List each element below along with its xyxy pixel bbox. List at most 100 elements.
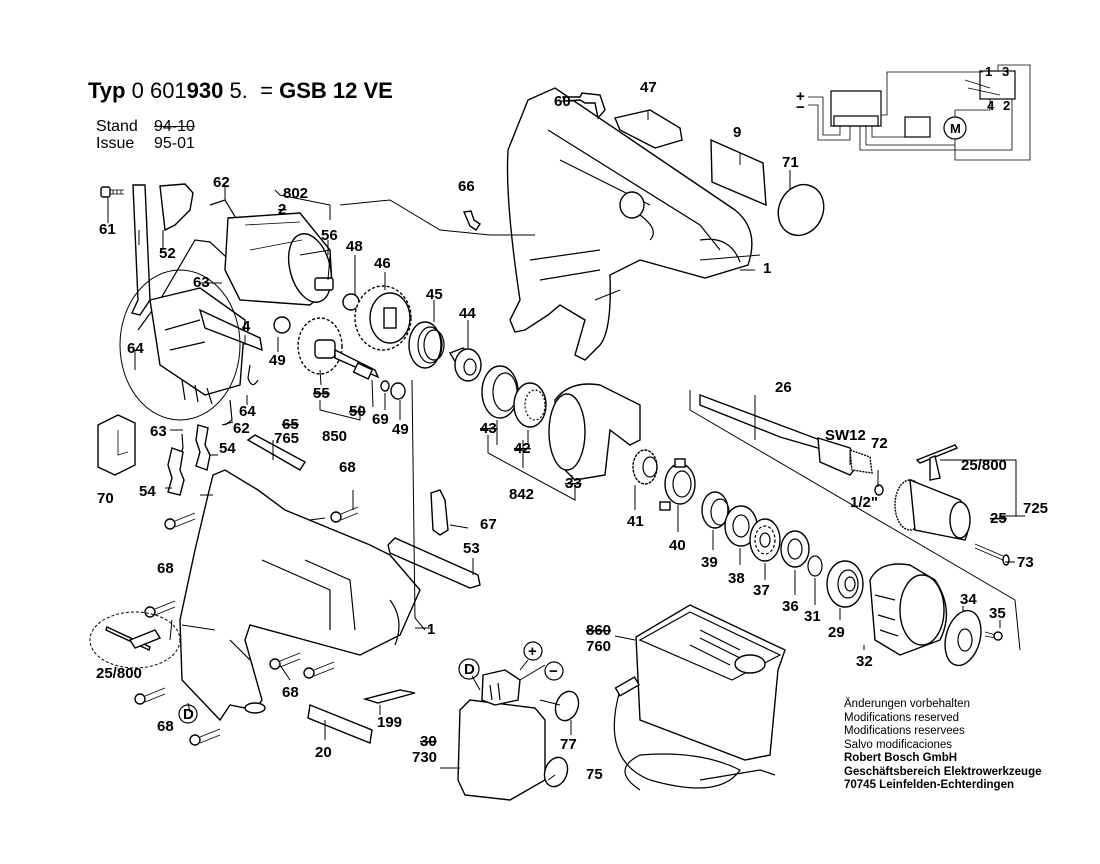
label-199: 199 — [377, 714, 402, 731]
label-half-inch: 1/2" — [850, 494, 878, 511]
label-1-upper: 1 — [763, 260, 771, 277]
torque-ring-part-40 — [659, 458, 696, 511]
bearing-part-37 — [749, 518, 781, 562]
screw-part-68-4 — [189, 728, 221, 746]
pinion-part-50 — [352, 362, 374, 380]
clip-part-60 — [561, 92, 606, 120]
chuck-key-part-25-800 — [915, 444, 959, 481]
label-49-right: 49 — [392, 421, 409, 438]
plate-part-20 — [307, 704, 373, 744]
label-34: 34 — [960, 591, 977, 608]
label-850: 850 — [322, 428, 347, 445]
label-730: 730 — [412, 749, 437, 766]
washer-part-69 — [380, 380, 390, 392]
label-63-top: 63 — [193, 274, 210, 291]
clutch-sleeve-part-32 — [869, 563, 948, 656]
label-54-lower: 54 — [139, 483, 156, 500]
housing-shell — [506, 87, 753, 361]
label-62-top: 62 — [213, 174, 230, 191]
chuck-key-inset-25-800 — [89, 611, 181, 669]
label-725: 725 — [1023, 500, 1048, 517]
label-73: 73 — [1017, 554, 1034, 571]
washer-part-72 — [874, 484, 884, 496]
terminal-block — [830, 90, 882, 127]
label-plate-part-9 — [710, 138, 767, 207]
wiring-diagram: M + − 1 3 4 2 — [796, 64, 1031, 161]
disc-part-71 — [777, 183, 825, 237]
label-40: 40 — [669, 537, 686, 554]
label-68-left: 68 — [157, 560, 174, 577]
label-plus: + — [528, 643, 537, 660]
label-50: 50 — [349, 403, 366, 420]
label-2: 2 — [278, 201, 286, 218]
housing-half-part-1 — [506, 87, 761, 361]
label-760: 760 — [586, 638, 611, 655]
foam-block-part-70 — [97, 414, 136, 476]
screw-part-35 — [984, 631, 1003, 641]
label-70: 70 — [97, 490, 114, 507]
switch-lever-icon — [964, 79, 1001, 96]
label-d-battery: D — [464, 661, 475, 678]
label-65: 65 — [282, 416, 299, 433]
model-name: GSB 12 VE — [279, 78, 393, 103]
marker-plus-circle — [523, 641, 543, 661]
ring-part-44 — [448, 347, 482, 382]
label-66: 66 — [458, 178, 475, 195]
label-39: 39 — [701, 554, 718, 571]
label-42: 42 — [514, 440, 531, 457]
label-55: 55 — [313, 385, 330, 402]
label-41: 41 — [627, 513, 644, 530]
label-35: 35 — [989, 605, 1006, 622]
terminal-strip — [833, 115, 879, 127]
label-64-left: 64 — [127, 340, 144, 357]
label-9: 9 — [733, 124, 741, 141]
label-52: 52 — [159, 245, 176, 262]
contact-plate-part-54-upper — [195, 424, 211, 471]
marker-d-circle-left — [178, 704, 198, 724]
notice-de: Änderungen vorbehalten — [844, 698, 970, 710]
label-part-199 — [362, 689, 416, 704]
company-name: Robert Bosch GmbH — [844, 752, 958, 764]
label-32: 32 — [856, 653, 873, 670]
clip-part-66 — [462, 210, 481, 231]
type-number-c: 5. — [229, 78, 248, 103]
typ-label: Typ — [88, 78, 126, 103]
marker-minus-circle — [544, 661, 564, 681]
notice-es: Salvo modificaciones — [844, 738, 953, 751]
wiring-lines — [808, 64, 1031, 161]
wiring-minus: − — [796, 99, 805, 116]
label-36: 36 — [782, 598, 799, 615]
label-38: 38 — [728, 570, 745, 587]
screw-part-61 — [100, 186, 124, 198]
company-address: 70745 Leinfelden-Echterdingen — [844, 779, 1014, 791]
hook-part-64 — [247, 364, 259, 386]
stand-label: Stand — [96, 118, 138, 135]
label-842: 842 — [509, 486, 534, 503]
charger-part-760 — [613, 604, 786, 791]
planet-carrier-part-42 — [513, 382, 547, 428]
label-64-right: 64 — [239, 403, 256, 420]
notice-en: Modifications reserved — [844, 711, 960, 724]
label-29: 29 — [828, 624, 845, 641]
label-765: 765 — [274, 430, 299, 447]
bushing-part-49-right — [390, 382, 406, 400]
label-45: 45 — [426, 286, 443, 303]
gear-housing-part-33 — [548, 383, 641, 481]
label-802: 802 — [283, 185, 308, 202]
label-67: 67 — [480, 516, 497, 533]
type-title: Typ 0 601930 5. = GSB 12 VE — [88, 78, 393, 104]
screw-part-73 — [974, 543, 1010, 566]
wiring-plus: + — [796, 88, 805, 105]
terminal-2: 2 — [1003, 98, 1010, 113]
label-53: 53 — [463, 540, 480, 557]
label-33: 33 — [565, 475, 582, 492]
contact-plate-part-54-lower — [167, 447, 185, 496]
label-25: 25 — [990, 510, 1007, 527]
screw-part-68-7 — [330, 506, 359, 523]
notice-fr: Modifications reservees — [844, 725, 965, 737]
label-1-lower: 1 — [427, 621, 435, 638]
screw-part-68-3 — [134, 687, 166, 705]
label-30: 30 — [420, 733, 437, 750]
